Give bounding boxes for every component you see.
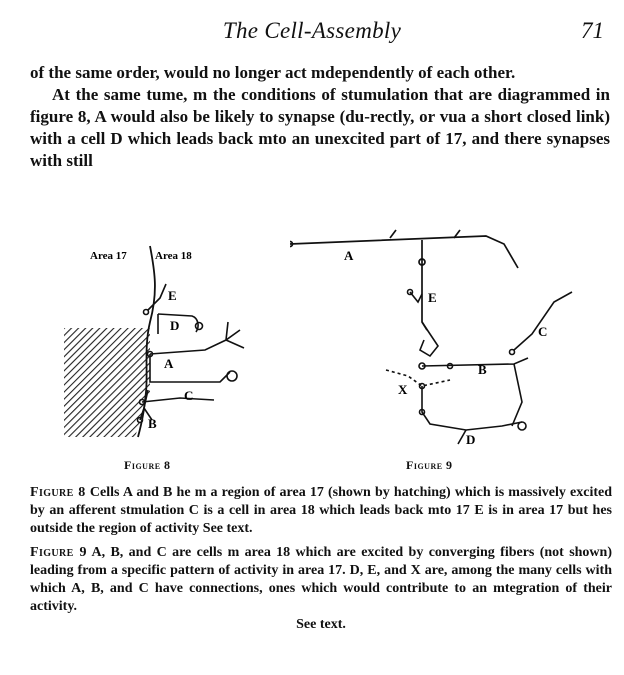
neuron-b <box>418 321 529 427</box>
body-text: of the same order, would no longer act m… <box>30 62 610 172</box>
paragraph-continuation: of the same order, would no longer act m… <box>30 63 516 82</box>
neuron-b <box>136 389 153 424</box>
running-header: The Cell-Assembly 71 <box>0 18 624 48</box>
neuron-c <box>138 397 215 406</box>
figures: Area 17 Area 18 E D A C B Fig <box>0 222 624 482</box>
figure-9-label: Figure 9 <box>406 458 453 472</box>
caption-lead: Figure 9 <box>30 545 87 560</box>
label-x: X <box>398 382 408 397</box>
figure-9-caption: Figure 9 A, B, and C are cells m area 18… <box>30 544 612 634</box>
neuron-a <box>290 229 519 331</box>
neuron-c <box>508 291 573 356</box>
caption-text: Cells A and B he m a region of area 17 (… <box>30 485 612 536</box>
neuron-x <box>385 369 451 390</box>
paragraph: At the same tume, m the conditions of st… <box>30 85 610 170</box>
figure-8-label: Figure 8 <box>124 458 171 472</box>
captions: Figure 8 Cells A and B he m a region of … <box>30 484 612 640</box>
neuron-a <box>146 321 245 383</box>
label-d: D <box>170 318 179 333</box>
label-d: D <box>466 432 475 447</box>
hatched-region <box>64 328 150 437</box>
neuron-e <box>406 288 423 304</box>
label-b: B <box>148 416 157 431</box>
label-c: C <box>538 324 547 339</box>
neuron-d <box>418 386 527 445</box>
neuron-d <box>157 313 204 334</box>
label-c: C <box>184 388 193 403</box>
area-17-label: Area 17 <box>90 250 127 262</box>
label-e: E <box>168 288 177 303</box>
figure-8-diagram: Area 17 Area 18 E D A C B <box>64 245 245 438</box>
label-e: E <box>428 290 437 305</box>
figure-9-diagram: A E B C X D <box>290 229 573 447</box>
label-a: A <box>164 356 174 371</box>
area-boundary <box>137 245 156 438</box>
neuron-e <box>142 283 167 316</box>
page-number: 71 <box>581 18 604 43</box>
caption-text: A, B, and C are cells m area 18 which ar… <box>30 545 612 614</box>
figure-8-caption: Figure 8 Cells A and B he m a region of … <box>30 484 612 538</box>
caption-lead: Figure 8 <box>30 485 86 500</box>
area-18-label: Area 18 <box>155 250 192 262</box>
caption-last-line: See text. <box>296 617 346 632</box>
running-title: The Cell-Assembly <box>222 18 402 43</box>
label-a: A <box>344 248 354 263</box>
label-b: B <box>478 362 487 377</box>
